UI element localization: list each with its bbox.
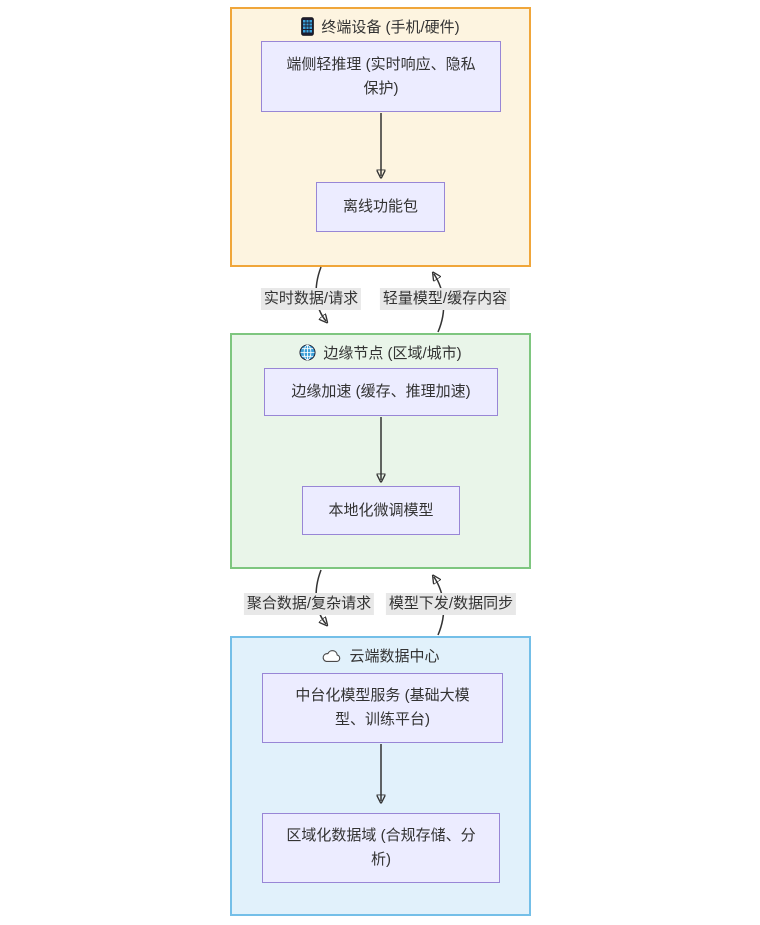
edge-label-model-push-data-sync: 模型下发/数据同步 [385, 593, 517, 615]
edge-label-light-model-cache: 轻量模型/缓存内容 [379, 288, 511, 310]
node-regional-data-domain-label: 区域化数据域 (合规存储、分析) [286, 827, 476, 868]
node-central-model-service-label: 中台化模型服务 (基础大模型、训练平台) [295, 687, 470, 728]
cluster-edge-title: 边缘节点 (区域/城市) [232, 335, 529, 363]
node-localized-finetuned-model-label: 本地化微调模型 [328, 501, 434, 519]
node-localized-finetuned-model: 本地化微调模型 [302, 486, 460, 535]
cluster-device-title-text: 终端设备 (手机/硬件) [321, 19, 460, 36]
edge-label-aggregated-data-request: 聚合数据/复杂请求 [243, 593, 375, 615]
cloud-icon [321, 649, 342, 663]
node-edge-acceleration: 边缘加速 (缓存、推理加速) [264, 368, 498, 416]
node-edge-acceleration-label: 边缘加速 (缓存、推理加速) [291, 383, 471, 400]
edge-label-realtime-data-request: 实时数据/请求 [260, 288, 362, 310]
cluster-cloud-title-text: 云端数据中心 [349, 648, 440, 665]
cluster-device-title: 终端设备 (手机/硬件) [232, 9, 529, 37]
node-device-light-inference: 端侧轻推理 (实时响应、隐私保护) [261, 41, 501, 112]
node-offline-feature-pack-label: 离线功能包 [342, 198, 418, 215]
cloud-icon-title-row: 云端数据中心 [232, 638, 529, 666]
globe-icon [299, 344, 316, 361]
cluster-edge-title-text: 边缘节点 (区域/城市) [323, 345, 462, 362]
node-device-light-inference-label: 端侧轻推理 (实时响应、隐私保护) [286, 55, 476, 97]
node-central-model-service: 中台化模型服务 (基础大模型、训练平台) [262, 673, 503, 743]
node-offline-feature-pack: 离线功能包 [316, 182, 445, 232]
node-regional-data-domain: 区域化数据域 (合规存储、分析) [262, 813, 500, 883]
phone-icon [301, 17, 315, 36]
